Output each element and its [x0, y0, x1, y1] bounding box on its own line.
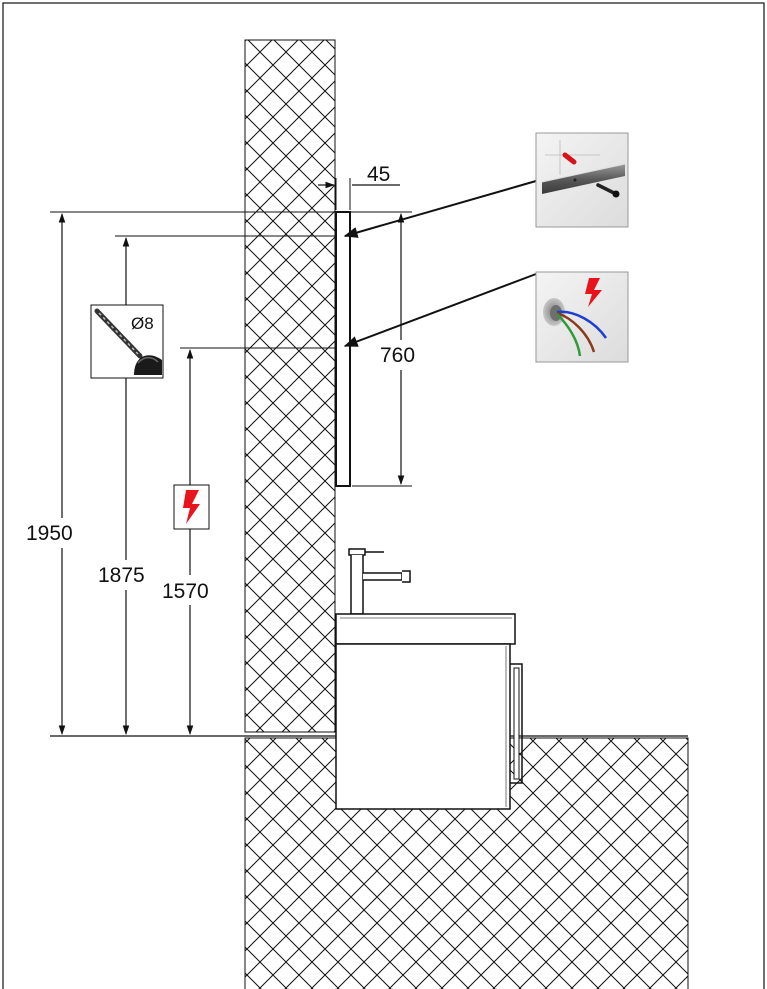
washbasin-top [335, 613, 516, 645]
dimension-mirror-thickness: 45 [318, 163, 400, 210]
electrical-symbol [173, 484, 210, 530]
vanity-unit [335, 613, 523, 810]
vanity-cabinet [335, 643, 511, 810]
faucet [348, 548, 411, 615]
cable-connection-detail-icon [543, 278, 608, 357]
dimension-drill-height: 1875 [96, 237, 156, 735]
drill-icon [94, 308, 162, 375]
drill-symbol: Ø8 [90, 304, 164, 379]
dimension-label-760: 760 [380, 344, 415, 367]
dimension-label-1950: 1950 [26, 522, 73, 545]
mirror-cabinet [335, 211, 351, 487]
cable-connection-detail [535, 271, 629, 363]
drill-diameter-label: Ø8 [131, 314, 154, 333]
wall-section [244, 39, 336, 733]
dimension-mirror-height: 760 [378, 213, 424, 485]
mounting-rail-detail-icon [541, 140, 626, 198]
cabinet-handle [510, 663, 523, 784]
leader-mounting-rail [343, 180, 537, 238]
mounting-rail-detail [535, 132, 629, 228]
dimension-label-1875: 1875 [98, 564, 145, 587]
dimension-label-1570: 1570 [162, 580, 209, 603]
leader-cable [343, 273, 537, 347]
lightning-bolt-icon [183, 490, 200, 524]
dimension-power-height: 1570 [160, 349, 220, 735]
dimension-label-45: 45 [367, 163, 390, 186]
dimension-top-height: 1950 [24, 213, 80, 735]
